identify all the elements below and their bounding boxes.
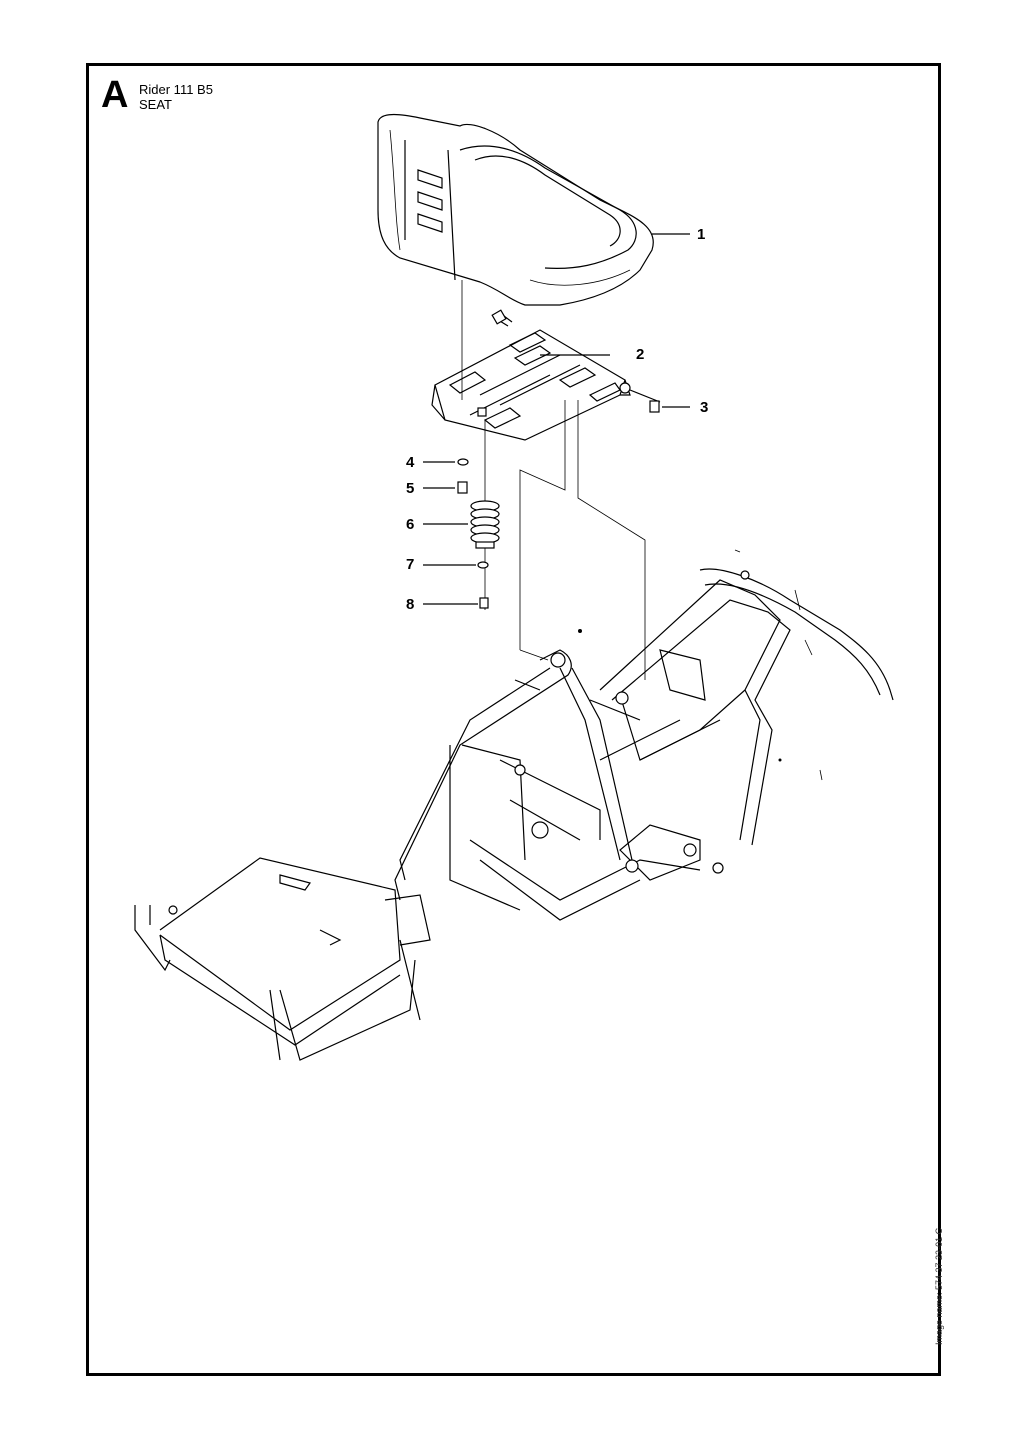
model-name: Rider 111 B5 [139, 82, 213, 97]
washer-part-7 [477, 561, 489, 569]
front-plate [134, 857, 431, 1061]
detail-marks [578, 549, 823, 781]
drawing-frame [86, 63, 941, 1376]
callout-8: 8 [406, 596, 415, 613]
section-letter: A [101, 74, 129, 116]
bolt-part-3 [629, 389, 690, 413]
image-name-label: Image name: 574 37 23-01 C [934, 1227, 944, 1345]
seat-part [377, 113, 690, 306]
callout-2: 2 [636, 346, 645, 363]
seat-plate-part [431, 309, 631, 441]
nut-part-5 [457, 481, 468, 494]
spring-stack [423, 420, 500, 610]
callout-5: 5 [406, 480, 415, 497]
title-block: Rider 111 B5 SEAT [139, 82, 213, 112]
chassis-frame [394, 568, 894, 921]
washer-part-4 [457, 458, 469, 466]
callout-7: 7 [406, 556, 415, 573]
assembly-guide-lines [461, 280, 646, 680]
callout-3: 3 [700, 399, 709, 416]
callout-6: 6 [406, 516, 415, 533]
bolt-part-8 [479, 597, 489, 609]
callout-4: 4 [406, 454, 415, 471]
spring-part-6 [470, 500, 500, 549]
callout-1: 1 [697, 226, 706, 243]
assembly-name: SEAT [139, 97, 172, 112]
